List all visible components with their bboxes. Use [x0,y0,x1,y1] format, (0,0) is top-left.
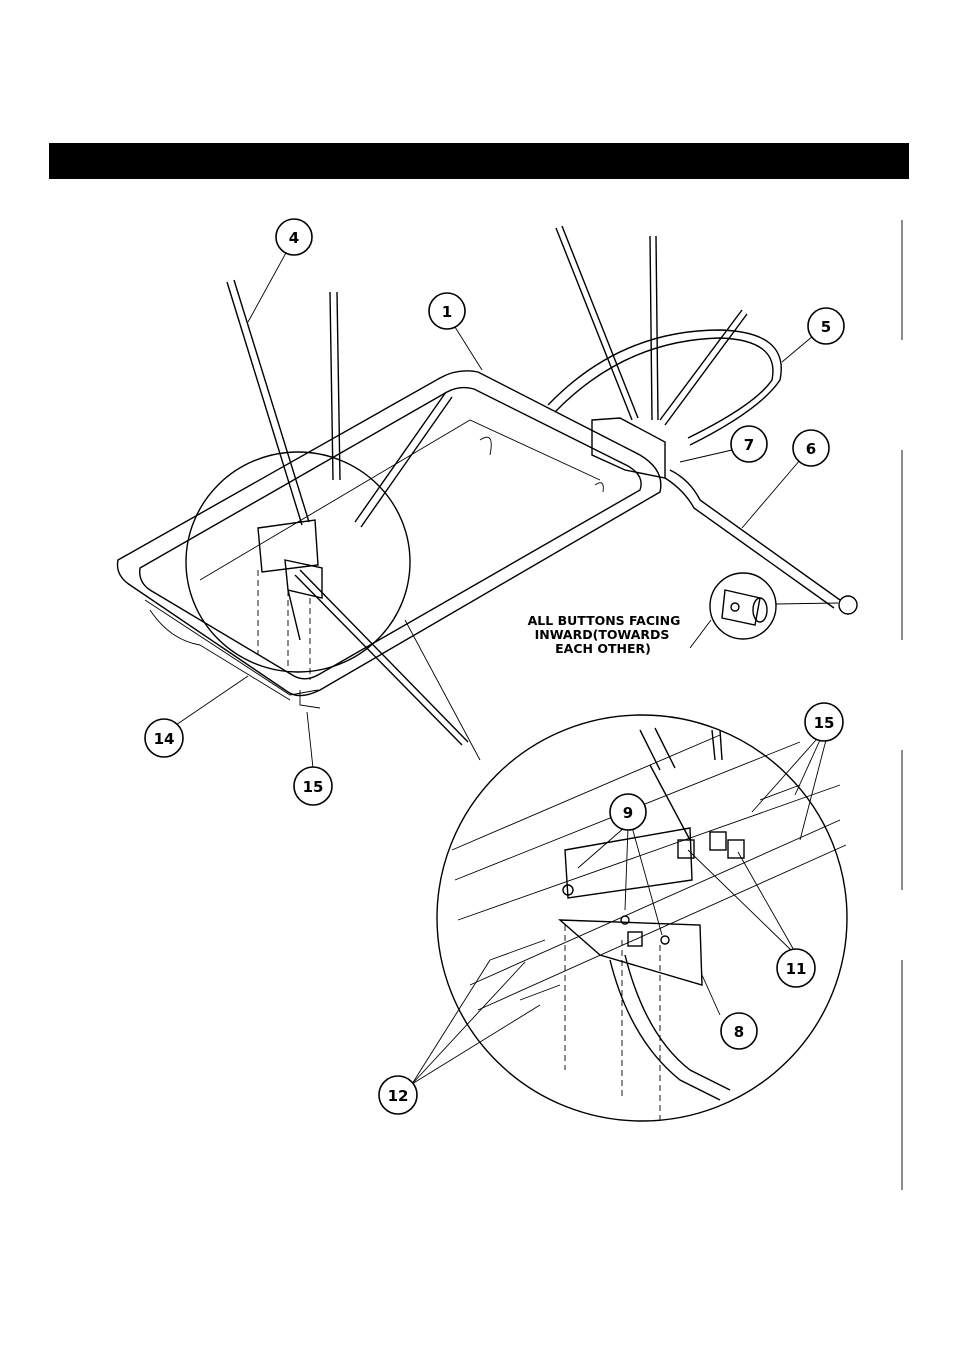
svg-text:8: 8 [734,1023,744,1041]
svg-text:1: 1 [442,303,452,321]
svg-text:ALL BUTTONS FACING: ALL BUTTONS FACING [528,613,681,628]
callout-6: 6 [793,430,829,466]
hitch-bracket-right [548,226,857,614]
callout-5: 5 [808,308,844,344]
svg-text:12: 12 [388,1087,409,1105]
buttons-note: ALL BUTTONS FACING INWARD(TOWARDS EACH O… [528,613,681,656]
callout-8: 8 [721,1013,757,1049]
svg-text:14: 14 [154,730,175,748]
detail-circle-large [437,715,847,1121]
callout-7: 7 [731,426,767,462]
callout-12: 12 [379,1076,417,1114]
svg-text:EACH OTHER): EACH OTHER) [555,641,651,656]
svg-text:5: 5 [821,318,831,336]
leader-lines [173,251,826,1084]
svg-text:4: 4 [289,229,299,247]
callout-1: 1 [429,293,465,329]
button-inset [690,573,838,648]
svg-text:11: 11 [786,960,807,978]
callout-15-detail: 15 [805,703,843,741]
callout-11: 11 [777,949,815,987]
callout-14: 14 [145,719,183,757]
sled-tub [118,371,661,708]
callout-15-main: 15 [294,767,332,805]
svg-text:9: 9 [623,804,633,822]
callout-4: 4 [276,219,312,255]
callout-9: 9 [610,794,646,830]
svg-text:15: 15 [814,714,835,732]
svg-text:INWARD(TOWARDS: INWARD(TOWARDS [535,627,670,642]
svg-text:7: 7 [744,436,754,454]
svg-text:15: 15 [303,778,324,796]
svg-text:6: 6 [806,440,816,458]
